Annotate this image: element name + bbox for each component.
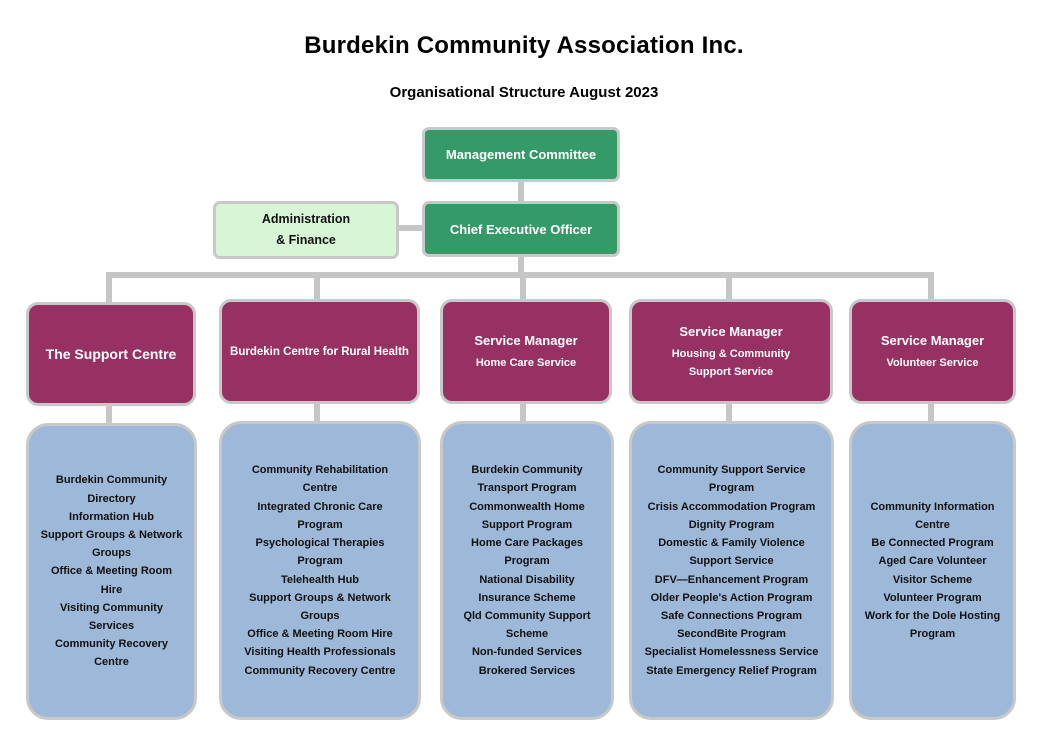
- service-item: Office & Meeting Room Hire: [247, 628, 393, 641]
- service-item: Directory: [87, 492, 136, 505]
- service-item: Older People's Action Program: [650, 591, 813, 604]
- service-item: Community Support Service: [657, 464, 806, 477]
- service-item: Insurance Scheme: [478, 591, 576, 604]
- service-item: Transport Program: [477, 482, 577, 495]
- admin-finance-label-line1: Administration: [261, 212, 351, 226]
- service-item: Specialist Homelessness Service: [644, 646, 819, 659]
- unit-box-home-care: Service Manager Home Care Service: [440, 299, 612, 404]
- service-item: Crisis Accommodation Program: [647, 500, 816, 513]
- connector-bus-unit-3: [520, 272, 526, 302]
- service-item: Visiting Health Professionals: [244, 646, 396, 659]
- service-item: Information Hub: [69, 510, 154, 523]
- connector-unit-services-4: [726, 401, 732, 427]
- connector-unit-services-2: [314, 401, 320, 427]
- unit-box-housing: Service Manager Housing & Community Supp…: [629, 299, 833, 404]
- admin-finance-box: Administration & Finance: [213, 201, 399, 259]
- chart-subtitle: Organisational Structure August 2023: [389, 84, 659, 101]
- unit-box-support-centre: The Support Centre: [26, 302, 196, 406]
- service-item: Services: [88, 620, 135, 632]
- service-item: Support Groups & Network: [249, 591, 391, 604]
- unit-box-rural-health: Burdekin Centre for Rural Health: [219, 299, 420, 404]
- management-committee-label: Management Committee: [445, 147, 597, 162]
- connector-bus-unit-5: [928, 272, 934, 302]
- service-item: Program: [297, 518, 343, 531]
- unit-box-volunteer: Service Manager Volunteer Service: [849, 299, 1016, 404]
- service-item: Centre: [94, 656, 129, 669]
- service-item: Qld Community Support: [463, 609, 591, 622]
- connector-management-ceo: [518, 180, 524, 204]
- service-item: Program: [297, 555, 343, 568]
- unit-title: The Support Centre: [45, 346, 177, 362]
- service-item: Work for the Dole Hosting: [864, 609, 1001, 622]
- service-item: Be Connected Program: [871, 537, 994, 550]
- service-item: National Disability: [479, 573, 575, 586]
- connector-unit-services-1: [106, 403, 112, 427]
- connector-unit-services-3: [520, 401, 526, 427]
- service-item: Support Program: [481, 518, 573, 531]
- service-item: Domestic & Family Violence: [658, 537, 805, 550]
- unit-title: Service Manager: [880, 332, 985, 348]
- connector-unit-services-5: [928, 401, 934, 427]
- service-item: Groups: [300, 609, 340, 622]
- service-item: Burdekin Community: [471, 464, 583, 477]
- service-item: Brokered Services: [478, 664, 576, 677]
- service-item: Volunteer Program: [883, 591, 982, 604]
- service-item: Telehealth Hub: [280, 573, 360, 586]
- chart-title: Burdekin Community Association Inc.: [304, 32, 744, 59]
- admin-finance-label-line2: & Finance: [276, 233, 336, 247]
- service-item: DFV—Enhancement Program: [654, 573, 809, 586]
- service-item: State Emergency Relief Program: [646, 664, 817, 677]
- connector-bus-unit-2: [314, 272, 320, 302]
- service-item: Community Rehabilitation: [251, 464, 389, 477]
- service-item: Program: [909, 628, 956, 641]
- service-item: Scheme: [505, 628, 549, 641]
- service-item: Groups: [91, 547, 132, 560]
- service-item: Community Recovery: [54, 638, 169, 651]
- unit-subtitle: Housing & Community Support Service: [671, 347, 791, 378]
- unit-title: Service Manager: [679, 323, 783, 339]
- unit-subtitle: Home Care Service: [475, 356, 577, 369]
- service-item: Safe Connections Program: [660, 609, 803, 622]
- service-item: Support Service: [689, 555, 774, 568]
- service-item: Community Information: [870, 500, 995, 513]
- service-item: Centre: [915, 518, 950, 531]
- connector-bus-unit-4: [726, 272, 732, 302]
- ceo-label: Chief Executive Officer: [449, 221, 593, 237]
- service-item: Home Care Packages: [471, 537, 583, 550]
- service-item: Program: [504, 555, 550, 568]
- service-item: Visiting Community: [59, 601, 164, 614]
- unit-title: Service Manager: [474, 332, 578, 348]
- service-item: Community Recovery Centre: [244, 664, 396, 677]
- service-item: Integrated Chronic Care: [257, 500, 383, 513]
- service-item: Dignity Program: [688, 518, 775, 531]
- service-item: Commonwealth Home: [469, 500, 585, 513]
- connector-bus-unit-1: [106, 272, 112, 304]
- service-item: Hire: [100, 583, 123, 596]
- service-item: Non-funded Services: [471, 646, 583, 659]
- service-item: Office & Meeting Room: [50, 565, 172, 578]
- service-item: Program: [708, 482, 755, 495]
- management-committee-box: Management Committee: [422, 127, 620, 182]
- ceo-box: Chief Executive Officer: [422, 201, 620, 257]
- connector-admin-ceo: [397, 225, 424, 231]
- service-item: Burdekin Community: [55, 474, 168, 487]
- service-item: Visitor Scheme: [892, 573, 973, 586]
- unit-subtitle: Volunteer Service: [886, 356, 979, 369]
- service-item: SecondBite Program: [677, 628, 786, 641]
- connector-ceo-bus: [518, 255, 524, 275]
- service-item: Support Groups & Network: [40, 528, 183, 541]
- service-item: Centre: [302, 482, 338, 495]
- service-item: Psychological Therapies: [255, 537, 385, 550]
- service-item: Aged Care Volunteer: [878, 555, 987, 568]
- unit-title: Burdekin Centre for Rural Health: [230, 345, 409, 358]
